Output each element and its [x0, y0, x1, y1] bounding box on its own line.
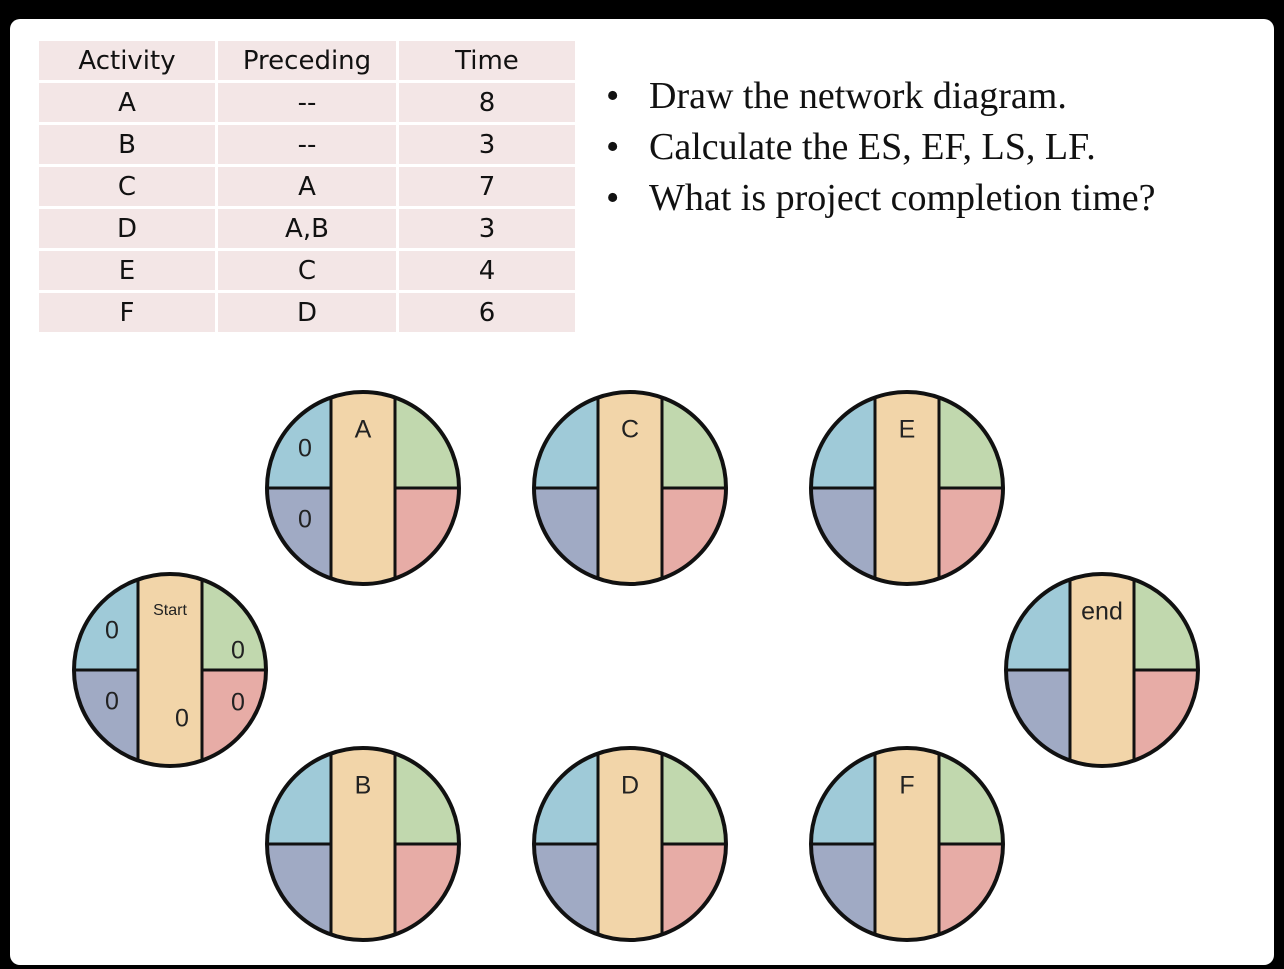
- activity-cell: E: [39, 249, 218, 293]
- preceding-cell: --: [216, 123, 399, 167]
- duration-band: [329, 748, 397, 940]
- preceding-cell: D: [216, 291, 399, 335]
- time-cell: 3: [397, 207, 575, 251]
- preceding-cell: C: [216, 249, 399, 293]
- preceding-cell: A: [216, 165, 399, 209]
- early-start-value: 0: [105, 617, 119, 645]
- late-start-value: 0: [298, 506, 312, 534]
- node-label: Start: [153, 602, 187, 619]
- node-outline: [72, 572, 268, 768]
- duration-value: 0: [175, 705, 189, 733]
- preceding-cell: --: [216, 81, 399, 125]
- activity-cell: F: [39, 291, 218, 335]
- table-row: B -- 3: [39, 123, 575, 167]
- instruction-text: Calculate the ES, EF, LS, LF.: [649, 126, 1096, 168]
- node-a: A 0 0: [265, 390, 461, 586]
- activity-cell: D: [39, 207, 218, 251]
- duration-band: [1068, 574, 1136, 766]
- bullet-icon: •: [606, 75, 620, 117]
- instruction-item: • Calculate the ES, EF, LS, LF.: [600, 122, 1156, 173]
- late-start-value: 0: [105, 688, 119, 716]
- table-header-row: Activity Preceding Time: [39, 41, 575, 83]
- node-end: end: [1004, 572, 1200, 768]
- activity-cell: C: [39, 165, 218, 209]
- node-outline: [532, 390, 728, 586]
- activity-cell: B: [39, 123, 218, 167]
- table-row: C A 7: [39, 165, 575, 209]
- header-activity: Activity: [39, 41, 218, 83]
- table-row: F D 6: [39, 291, 575, 335]
- node-label: D: [621, 772, 639, 800]
- duration-band: [873, 748, 941, 940]
- activity-table: Activity Preceding Time A -- 8 B -- 3 C …: [39, 41, 575, 335]
- early-finish-value: 0: [231, 637, 245, 665]
- node-label: end: [1081, 598, 1123, 626]
- node-f: F: [809, 746, 1005, 942]
- node-label: F: [899, 772, 914, 800]
- header-time: Time: [397, 41, 575, 83]
- time-cell: 8: [397, 81, 575, 125]
- instruction-text: What is project completion time?: [649, 177, 1156, 219]
- duration-band: [596, 392, 664, 584]
- node-b: B: [265, 746, 461, 942]
- instruction-text: Draw the network diagram.: [649, 75, 1067, 117]
- node-c: C: [532, 390, 728, 586]
- node-d: D: [532, 746, 728, 942]
- bullet-icon: •: [606, 177, 620, 219]
- instruction-item: • Draw the network diagram.: [600, 71, 1156, 122]
- node-outline: [265, 746, 461, 942]
- header-preceding: Preceding: [216, 41, 399, 83]
- activity-cell: A: [39, 81, 218, 125]
- preceding-cell: A,B: [216, 207, 399, 251]
- node-label: B: [355, 772, 372, 800]
- node-outline: [265, 390, 461, 586]
- node-label: A: [355, 416, 372, 444]
- node-outline: [1004, 572, 1200, 768]
- duration-band: [329, 392, 397, 584]
- time-cell: 6: [397, 291, 575, 335]
- duration-band: [596, 748, 664, 940]
- slide: Activity Preceding Time A -- 8 B -- 3 C …: [10, 19, 1274, 965]
- instruction-item: • What is project completion time?: [600, 173, 1156, 224]
- table-row: E C 4: [39, 249, 575, 293]
- node-label: C: [621, 416, 639, 444]
- node-outline: [532, 746, 728, 942]
- early-start-value: 0: [298, 435, 312, 463]
- table-row: D A,B 3: [39, 207, 575, 251]
- time-cell: 4: [397, 249, 575, 293]
- node-label: E: [899, 416, 916, 444]
- node-start: Start 0 0 0 0 0: [72, 572, 268, 768]
- node-e: E: [809, 390, 1005, 586]
- time-cell: 3: [397, 123, 575, 167]
- duration-band: [873, 392, 941, 584]
- bullet-icon: •: [606, 126, 620, 168]
- late-finish-value: 0: [231, 689, 245, 717]
- node-outline: [809, 390, 1005, 586]
- time-cell: 7: [397, 165, 575, 209]
- duration-band: [136, 574, 204, 766]
- node-outline: [809, 746, 1005, 942]
- instruction-list: • Draw the network diagram. • Calculate th…: [600, 71, 1156, 224]
- table-row: A -- 8: [39, 81, 575, 125]
